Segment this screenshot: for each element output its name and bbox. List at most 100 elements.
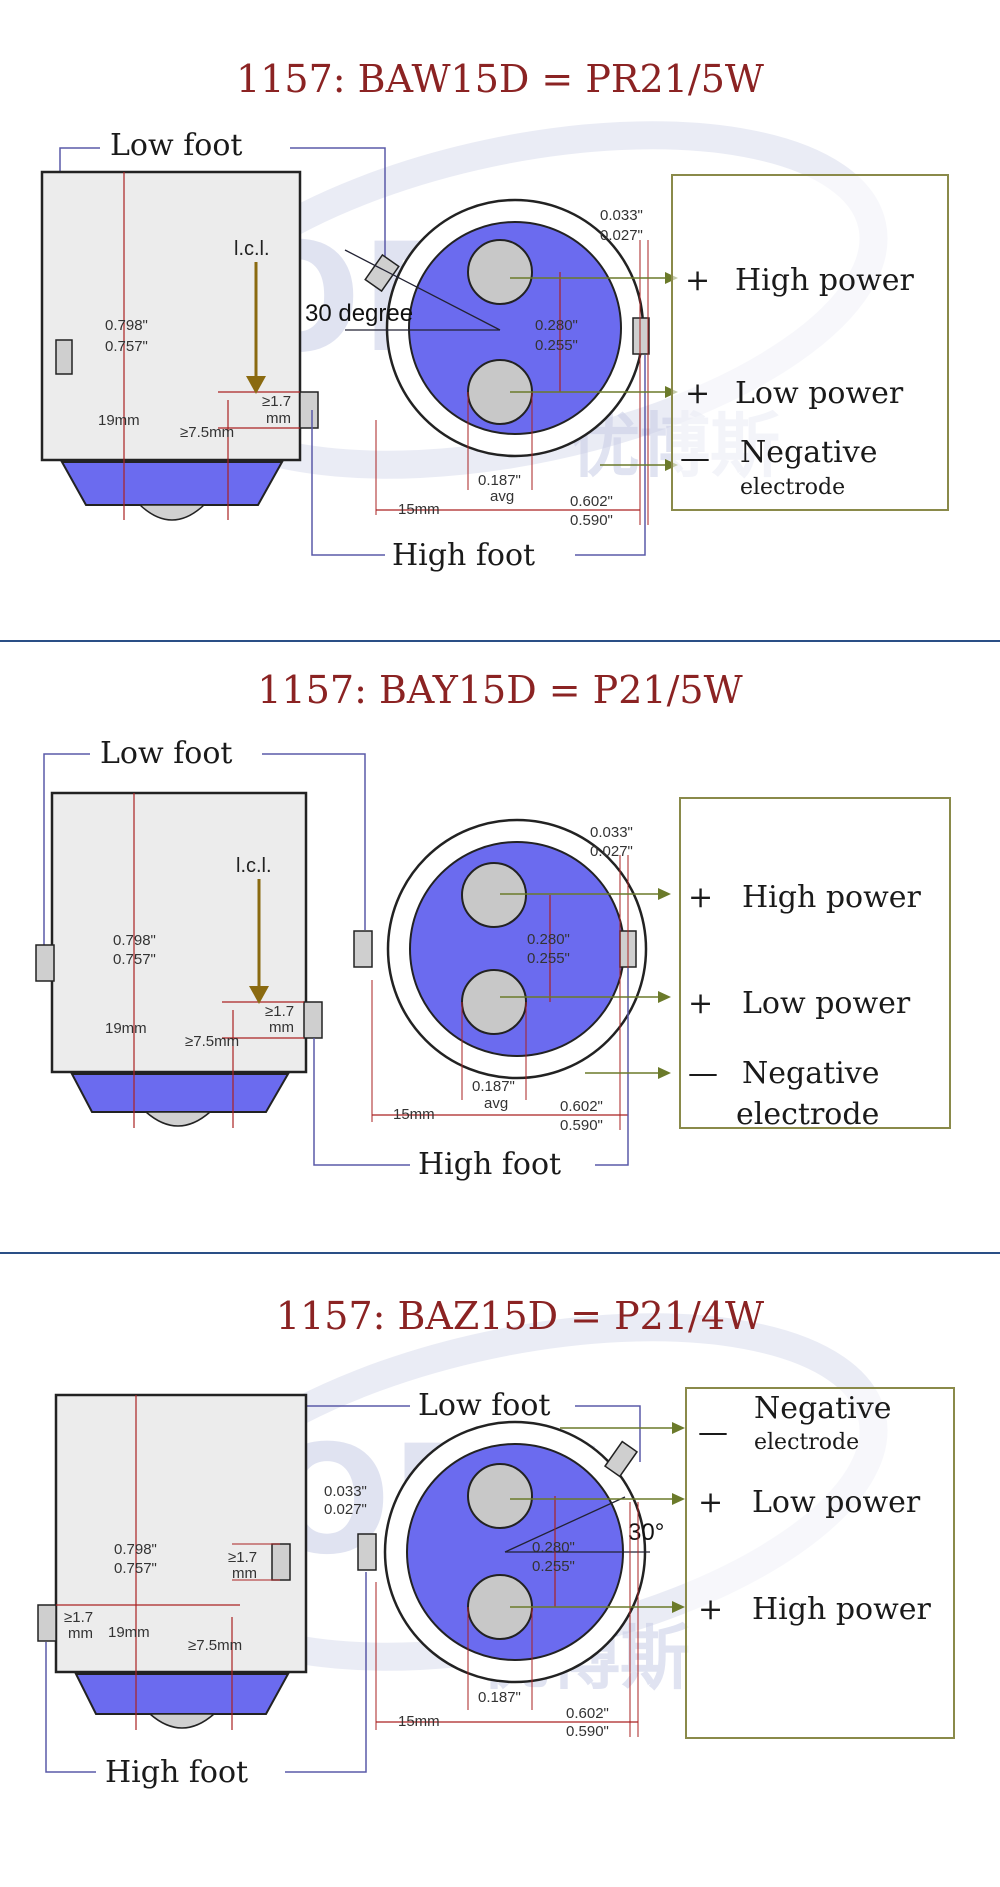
dim-0033: 0.033" <box>590 824 633 841</box>
legend-low-power: Low power <box>735 376 904 411</box>
legend-high-power: High power <box>752 1592 932 1627</box>
low-foot-pin <box>55 339 73 375</box>
legend-high-power: High power <box>735 263 915 298</box>
low-foot-pin <box>35 944 55 982</box>
dim-0590: 0.590" <box>560 1117 603 1134</box>
high-foot-label: High foot <box>105 1755 248 1790</box>
dim-75mm: ≥7.5mm <box>188 1637 242 1654</box>
legend-electrode: electrode <box>740 475 845 500</box>
dim-19mm: 19mm <box>108 1624 150 1641</box>
dim-17: ≥1.7 <box>262 393 291 410</box>
dim-0255: 0.255" <box>535 337 578 354</box>
dim-0280: 0.280" <box>527 931 570 948</box>
angle-label: 30 degree <box>305 300 413 327</box>
high-foot-pin <box>299 391 319 429</box>
dim-0602: 0.602" <box>566 1705 609 1722</box>
low-power-contact <box>461 969 527 1035</box>
dim-17-mm: mm <box>269 1019 294 1036</box>
dim-avg: avg <box>484 1095 508 1112</box>
dim-0280: 0.280" <box>535 317 578 334</box>
legend-high-power: High power <box>742 880 922 915</box>
panel-bay15d: 1157: BAY15D = P21/5W Low foot 0.798" 0.… <box>0 650 1000 1275</box>
dim-17: ≥1.7 <box>265 1003 294 1020</box>
dim-0798: 0.798" <box>113 932 156 949</box>
dim-0590: 0.590" <box>566 1723 609 1740</box>
legend-electrode: electrode <box>754 1430 859 1455</box>
dim-17-low-mm: mm <box>68 1625 93 1642</box>
bulb-side-view: 0.798" 0.757" 19mm ≥7.5mm ≥1.7 mm ≥1.7 m… <box>37 1393 308 1730</box>
legend-sign-3: — <box>688 1056 718 1091</box>
high-foot-label: High foot <box>392 538 535 573</box>
separator-1 <box>0 640 1000 642</box>
legend-sign-2: + <box>688 986 713 1021</box>
dim-17-mm: mm <box>232 1565 257 1582</box>
dim-17: ≥1.7 <box>228 1549 257 1566</box>
dim-0757: 0.757" <box>105 338 148 355</box>
low-foot-label: Low foot <box>100 736 232 771</box>
dim-0033: 0.033" <box>600 207 643 224</box>
dim-0027: 0.027" <box>600 227 643 244</box>
legend-sign-2: + <box>698 1485 723 1520</box>
high-foot-pin <box>303 1001 323 1039</box>
low-power-contact <box>467 1463 533 1529</box>
dim-0187: 0.187" <box>478 472 521 489</box>
panel-title: 1157: BAY15D = P21/5W <box>257 668 742 712</box>
dim-0602: 0.602" <box>560 1098 603 1115</box>
bulb-end-view: 30° 0.280" 0.255" 0.187" 15mm 0.602" 0.5… <box>324 1420 664 1740</box>
icl-label: l.c.l. <box>234 238 270 260</box>
terminal-legend: — Negative electrode + Low power + High … <box>685 1387 955 1739</box>
legend-sign-3: + <box>698 1592 723 1627</box>
dim-15mm: 15mm <box>398 1713 440 1730</box>
dim-17-mm: mm <box>266 410 291 427</box>
dim-15mm: 15mm <box>393 1106 435 1123</box>
terminal-legend: + High power + Low power — Negative elec… <box>671 174 949 511</box>
legend-negative: Negative <box>754 1391 891 1426</box>
high-power-contact <box>461 862 527 928</box>
dim-0590: 0.590" <box>570 512 613 529</box>
panel-baw15d: YOBS 优博斯 1157: BAW15D = PR21/5W Low foot… <box>0 0 1000 625</box>
dim-0027: 0.027" <box>590 843 633 860</box>
diagram-baw15d: YOBS 优博斯 1157: BAW15D = PR21/5W Low foot… <box>40 57 949 573</box>
dim-0280: 0.280" <box>532 1539 575 1556</box>
low-foot-pin <box>271 1543 291 1581</box>
high-foot-pin <box>37 1604 57 1642</box>
legend-negative: Negative <box>742 1056 879 1091</box>
legend-sign-1: — <box>698 1415 728 1450</box>
legend-sign-1: + <box>688 880 713 915</box>
diagram-baz15d: YOBS 优博斯 1157: BAZ15D = P21/4W Low foot … <box>37 1294 955 1790</box>
dim-0798: 0.798" <box>105 317 148 334</box>
dim-0027: 0.027" <box>324 1501 367 1518</box>
dim-0187: 0.187" <box>478 1689 521 1706</box>
panel-title: 1157: BAZ15D = P21/4W <box>276 1294 764 1338</box>
legend-sign-1: + <box>685 263 710 298</box>
separator-2 <box>0 1252 1000 1254</box>
dim-19mm: 19mm <box>105 1020 147 1037</box>
high-foot-label: High foot <box>418 1147 561 1182</box>
dim-0757: 0.757" <box>114 1560 157 1577</box>
dim-17-low: ≥1.7 <box>64 1609 93 1626</box>
bulb-side-view: 0.798" 0.757" 19mm ≥7.5mm ≥1.7 mm l.c.l. <box>35 791 323 1128</box>
legend-low-power: Low power <box>742 986 911 1021</box>
dim-0255: 0.255" <box>532 1558 575 1575</box>
dim-19mm: 19mm <box>98 412 140 429</box>
dim-0187: 0.187" <box>472 1078 515 1095</box>
dim-75mm: ≥7.5mm <box>185 1033 239 1050</box>
low-foot-label: Low foot <box>110 128 242 163</box>
legend-sign-2: + <box>685 376 710 411</box>
bulb-side-view: 0.798" 0.757" 19mm ≥7.5mm ≥1.7 mm l.c.l. <box>40 170 319 521</box>
panel-title: 1157: BAW15D = PR21/5W <box>236 57 764 101</box>
legend-negative: Negative <box>740 435 877 470</box>
bulb-end-view: 0.280" 0.255" 0.187" avg 15mm 0.602" 0.5… <box>353 818 648 1134</box>
panel-baz15d: YOBS 优博斯 1157: BAZ15D = P21/4W Low foot … <box>0 1262 1000 1887</box>
dim-75mm: ≥7.5mm <box>180 424 234 441</box>
icl-label: l.c.l. <box>236 855 272 877</box>
terminal-legend: + High power + Low power — Negative elec… <box>679 797 951 1132</box>
dim-0033: 0.033" <box>324 1483 367 1500</box>
dim-0798: 0.798" <box>114 1541 157 1558</box>
low-foot-label: Low foot <box>418 1388 550 1423</box>
dim-0255: 0.255" <box>527 950 570 967</box>
diagram-bay15d: 1157: BAY15D = P21/5W Low foot 0.798" 0.… <box>35 668 951 1182</box>
dim-avg: avg <box>490 488 514 505</box>
angle-label: 30° <box>628 1519 664 1546</box>
dim-0757: 0.757" <box>113 951 156 968</box>
